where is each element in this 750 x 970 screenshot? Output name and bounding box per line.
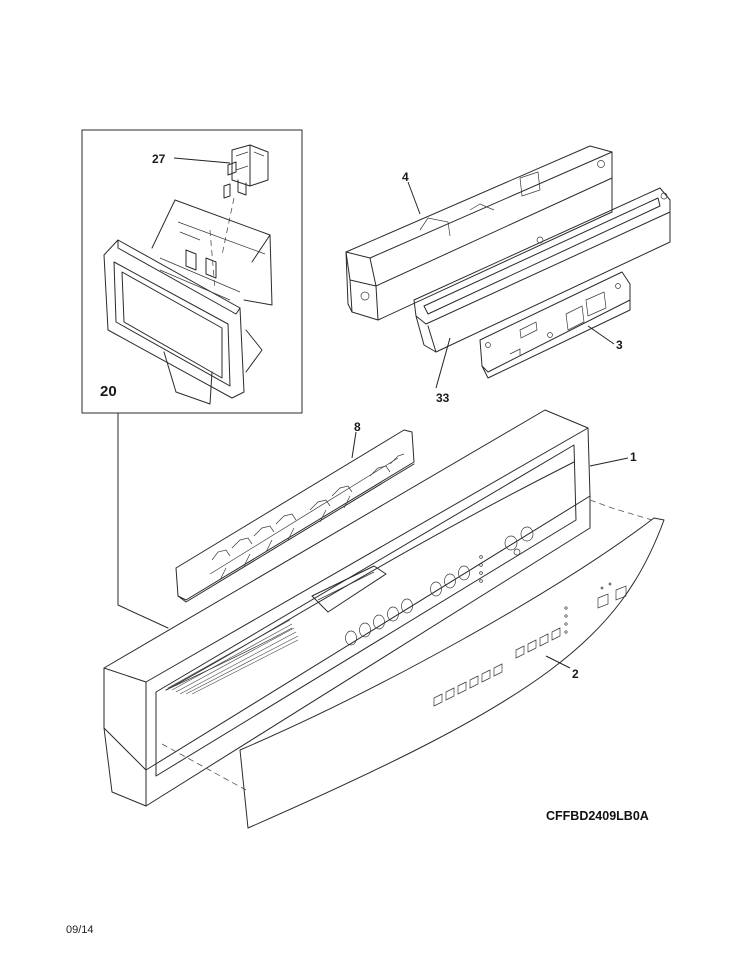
leader-lines	[173, 157, 629, 669]
date-code: 09/14	[66, 924, 94, 936]
part-2-overlay	[239, 517, 665, 829]
detail-inset-box	[81, 129, 303, 629]
callout-27: 27	[152, 152, 166, 166]
callout-2: 2	[572, 667, 579, 681]
part-3-control-board	[479, 271, 631, 379]
part-33-gasket	[413, 187, 671, 353]
callout-20: 20	[100, 383, 117, 400]
part-8-keypad	[175, 429, 415, 603]
part-27-switch	[221, 144, 269, 256]
part-4-housing	[345, 145, 613, 321]
callout-1: 1	[630, 450, 637, 464]
callout-3: 3	[616, 338, 623, 352]
callout-4: 4	[402, 170, 409, 184]
callout-8: 8	[354, 420, 361, 434]
callout-33: 33	[436, 391, 450, 405]
model-code: CFFBD2409LB0A	[546, 809, 649, 823]
part-20-latch-assembly	[103, 199, 273, 405]
part-1-console	[103, 409, 653, 807]
